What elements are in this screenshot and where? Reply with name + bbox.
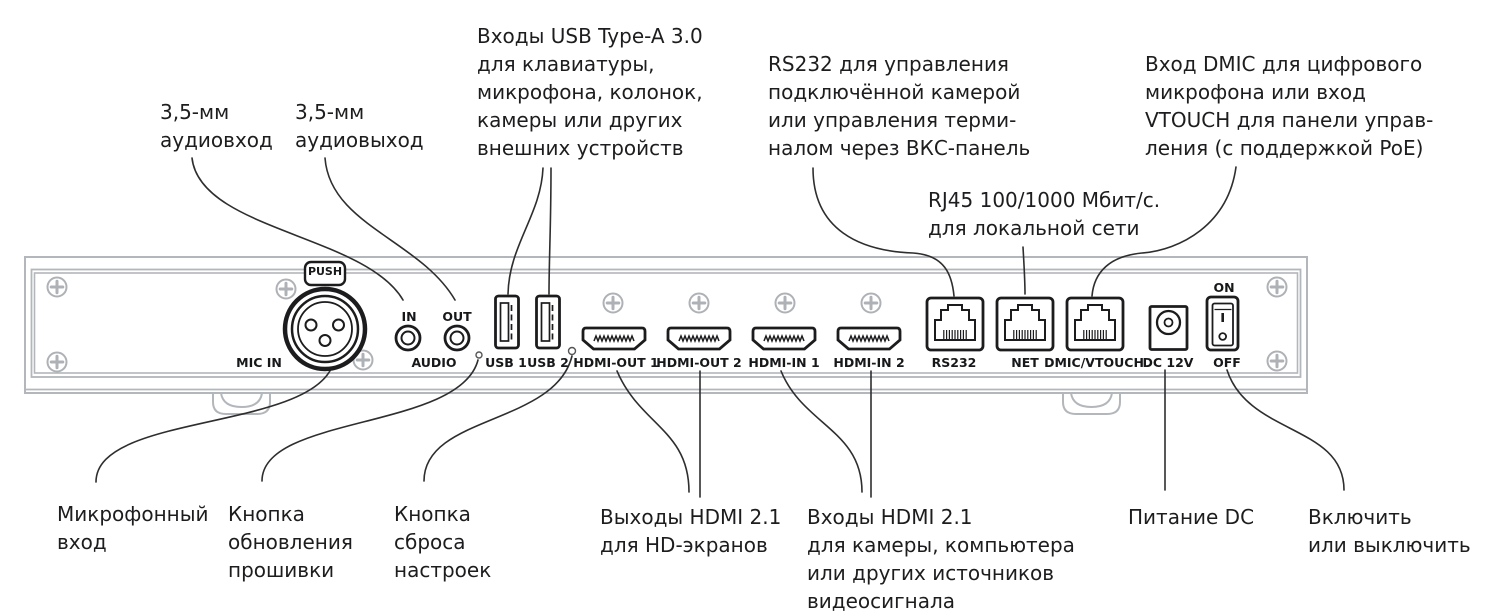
hdmi-out1-port [581,326,647,351]
chassis-foot-left [212,392,271,415]
dmic-vtouch-label: DMIC/VTOUCH [1044,355,1144,370]
net-label: NET [1011,355,1039,370]
annotation-usb: Входы USB Type-A 3.0 для клавиатуры, мик… [477,24,703,160]
power-switch [1205,295,1240,352]
leader-hdmi-in1 [780,370,863,493]
xlr-mic-in-connector [282,260,368,372]
annotation-dc: Питание DC [1128,505,1255,529]
push-label: PUSH [307,265,343,278]
leader-rs232 [812,167,955,297]
firmware-button-hole [475,351,483,359]
rs232-port [925,296,985,352]
leader-power [1226,369,1345,491]
audio-in-label: IN [401,309,417,324]
hdmi-in1-port [751,326,817,351]
usb2-label: USB 2 [527,355,569,370]
hdmi-in2-label: HDMI-IN 2 [833,355,905,370]
switch-on-label: ON [1213,280,1235,295]
switch-off-label: OFF [1213,355,1241,370]
annotation-rj45: RJ45 100/1000 Мбит/с. для локальной сети [928,188,1161,240]
leader-audio-in [191,157,404,301]
leader-hdmi-out1 [616,370,690,493]
leader-audio-out [324,157,456,301]
dc-power-jack [1148,305,1189,351]
mic-in-label: MIC IN [236,355,282,370]
usb1-port [494,294,520,350]
audio-out-jack [443,324,471,352]
dmic-vtouch-port [1065,296,1125,352]
usb1-label: USB 1 [485,355,527,370]
reset-button-hole [567,346,577,356]
annotation-audio-in: 3,5-мм аудиовход [160,100,273,152]
annotation-audio-out: 3,5-мм аудиовыход [295,100,424,152]
hdmi-out1-label: HDMI-OUT 1 [573,355,659,370]
annotation-rs232: RS232 для управления подключённой камеро… [768,52,1031,160]
annotation-power: Включить или выключить [1308,505,1471,557]
hdmi-out2-label: HDMI-OUT 2 [656,355,742,370]
leader-net [1022,246,1026,295]
leader-reset [423,355,573,482]
leader-dmic [1091,166,1237,297]
audio-out-label: OUT [442,309,472,324]
annotation-hdmi-in: Входы HDMI 2.1 для камеры, компьютера ил… [807,505,1075,613]
leader-firmware [261,359,479,482]
audio-label: AUDIO [411,355,457,370]
chassis [24,256,1308,394]
chassis-foot-right [1062,392,1121,415]
annotation-dmic: Вход DMIC для цифрового микрофона или вх… [1145,52,1434,160]
leader-lines [95,157,1345,498]
hdmi-in2-port [836,326,902,351]
dc-12v-label: DC 12V [1142,355,1194,370]
net-port [995,296,1055,352]
annotation-hdmi-out: Выходы HDMI 2.1 для HD-экранов [600,505,782,557]
leader-usb2 [548,167,552,295]
usb2-port [535,294,561,350]
rs232-label: RS232 [931,355,977,370]
leader-mic [95,368,332,483]
leader-usb1 [507,167,544,295]
push-tab [303,260,347,287]
annotation-mic: Микрофонный вход [57,502,209,554]
hdmi-in1-label: HDMI-IN 1 [748,355,820,370]
annotation-reset: Кнопка сброса настроек [394,502,492,582]
switch-off-mark [1218,332,1227,341]
audio-in-jack [394,324,422,352]
annotation-firmware: Кнопка обновления прошивки [228,502,353,582]
hdmi-out2-port [666,326,732,351]
